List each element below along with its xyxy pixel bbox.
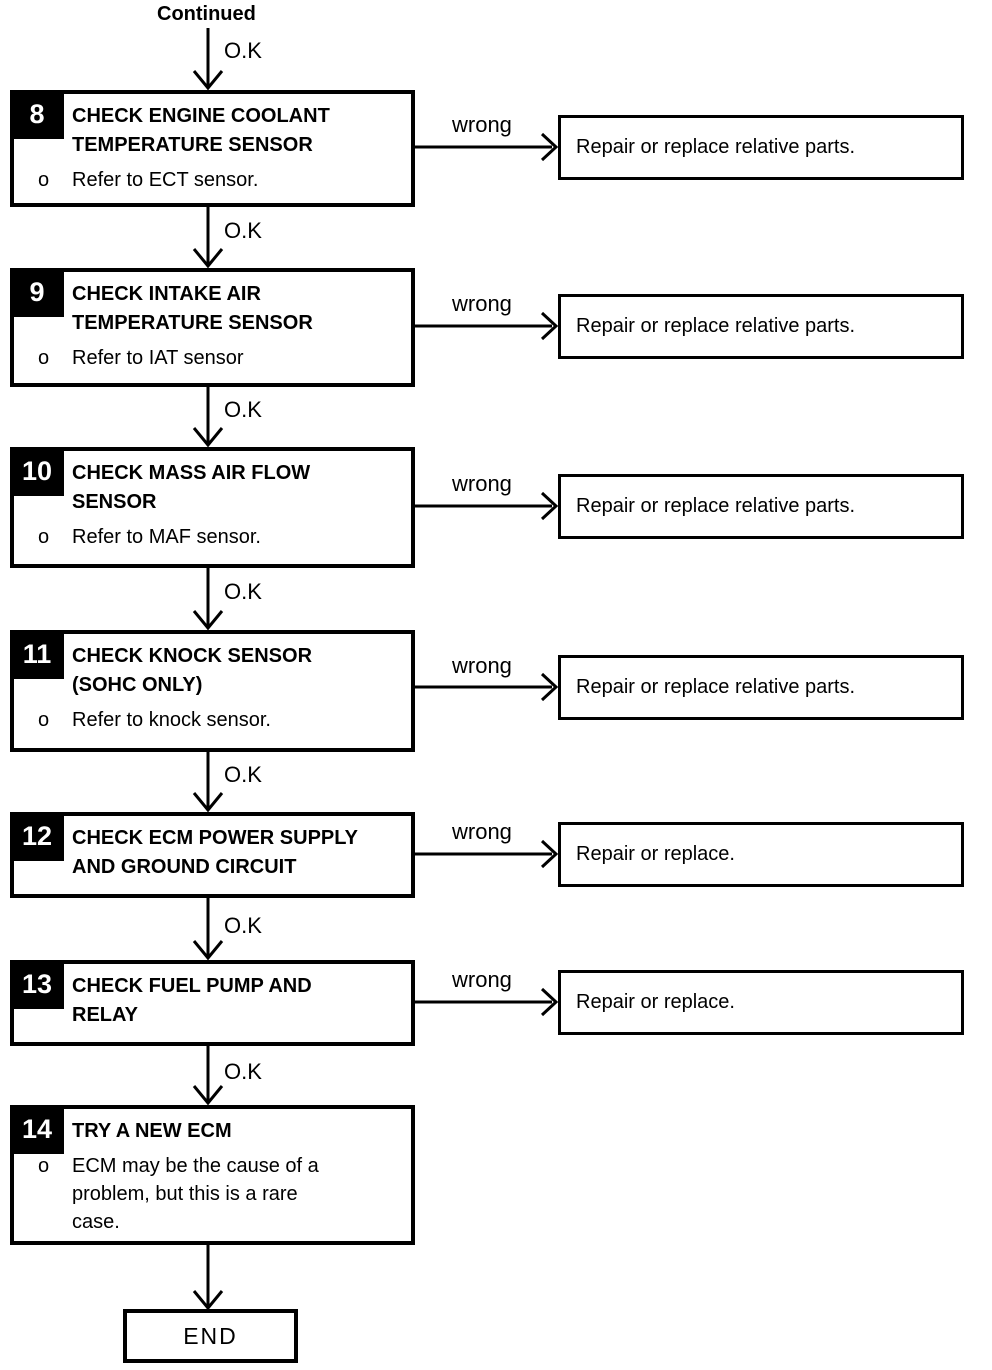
arrow-continued-to-8 [192, 28, 224, 91]
wrong-action-text: Repair or replace. [576, 843, 735, 865]
wrong-label: wrong [452, 291, 512, 316]
arrow-13-to-14 [192, 1046, 224, 1106]
step-note: o ECM may be the cause of a problem, but… [38, 1152, 403, 1236]
wrong-action-box-11: Repair or replace relative parts. [558, 655, 964, 720]
note-bullet: o [38, 709, 50, 731]
step-title: CHECK ENGINE COOLANT TEMPERATURE SENSOR [72, 105, 330, 156]
wrong-label: wrong [452, 112, 512, 137]
wrong-label: wrong [452, 967, 512, 992]
step-number: 8 [29, 99, 45, 129]
ok-label: O.K [224, 762, 262, 787]
step-number: 10 [21, 456, 53, 486]
wrong-action-box-13: Repair or replace. [558, 970, 964, 1035]
wrong-action-box-9: Repair or replace relative parts. [558, 294, 964, 359]
step-box-12: 12 CHECK ECM POWER SUPPLY AND GROUND CIR… [10, 812, 415, 898]
step-title: CHECK INTAKE AIR TEMPERATURE SENSOR [72, 283, 313, 334]
arrow-wrong-10 [415, 491, 559, 521]
arrow-wrong-11 [415, 672, 559, 702]
end-box: END [123, 1309, 298, 1363]
arrow-wrong-12 [415, 839, 559, 869]
ok-label: O.K [224, 218, 262, 243]
step-box-13: 13 CHECK FUEL PUMP AND RELAY [10, 960, 415, 1046]
step-title: CHECK ECM POWER SUPPLY AND GROUND CIRCUI… [72, 827, 358, 878]
note-bullet: o [38, 347, 50, 369]
arrow-8-to-9 [192, 207, 224, 269]
step-number-badge: 8 [10, 90, 64, 139]
step-box-9: 9 CHECK INTAKE AIR TEMPERATURE SENSOR o … [10, 268, 415, 387]
note-text: Refer to IAT sensor [72, 347, 244, 369]
step-number: 13 [21, 969, 53, 999]
wrong-label: wrong [452, 471, 512, 496]
wrong-label: wrong [452, 819, 512, 844]
wrong-label: wrong [452, 653, 512, 678]
note-text: ECM may be the cause of a problem, but t… [72, 1155, 319, 1233]
wrong-action-text: Repair or replace relative parts. [576, 315, 856, 337]
note-text: Refer to MAF sensor. [72, 526, 261, 548]
step-number-badge: 11 [10, 630, 64, 679]
step-number-badge: 9 [10, 268, 64, 317]
step-number: 9 [29, 277, 45, 307]
arrow-11-to-12 [192, 752, 224, 813]
step-box-8: 8 CHECK ENGINE COOLANT TEMPERATURE SENSO… [10, 90, 415, 207]
step-title: CHECK MASS AIR FLOW SENSOR [72, 462, 311, 513]
note-text: Refer to ECT sensor. [72, 169, 259, 191]
arrow-wrong-9 [415, 311, 559, 341]
wrong-action-text: Repair or replace. [576, 991, 735, 1013]
note-text: Refer to knock sensor. [72, 709, 271, 731]
note-bullet: o [38, 1155, 50, 1177]
step-title: CHECK KNOCK SENSOR (SOHC ONLY) [72, 645, 313, 696]
step-box-11: 11 CHECK KNOCK SENSOR (SOHC ONLY) o Refe… [10, 630, 415, 752]
ok-label: O.K [224, 913, 262, 938]
step-note: o Refer to ECT sensor. [38, 166, 403, 194]
arrow-12-to-13 [192, 898, 224, 961]
note-bullet: o [38, 526, 50, 548]
step-note: o Refer to IAT sensor [38, 344, 403, 372]
wrong-action-text: Repair or replace relative parts. [576, 676, 856, 698]
wrong-action-text: Repair or replace relative parts. [576, 136, 856, 158]
step-number-badge: 10 [10, 447, 64, 496]
step-number: 11 [22, 639, 52, 669]
step-number: 12 [21, 821, 53, 851]
step-number-badge: 12 [10, 812, 64, 861]
step-number-badge: 13 [10, 960, 64, 1009]
step-note: o Refer to MAF sensor. [38, 523, 403, 551]
note-bullet: o [38, 169, 50, 191]
step-title: CHECK FUEL PUMP AND RELAY [72, 975, 312, 1026]
ok-label: O.K [224, 579, 262, 604]
arrow-wrong-13 [415, 987, 559, 1017]
step-box-14: 14 TRY A NEW ECM o ECM may be the cause … [10, 1105, 415, 1245]
arrow-wrong-8 [415, 132, 559, 162]
step-number: 14 [21, 1114, 53, 1144]
arrow-9-to-10 [192, 387, 224, 448]
arrow-10-to-11 [192, 568, 224, 631]
ok-label: O.K [224, 38, 262, 63]
wrong-action-box-10: Repair or replace relative parts. [558, 474, 964, 539]
end-label: END [183, 1322, 238, 1349]
wrong-action-text: Repair or replace relative parts. [576, 495, 856, 517]
ok-label: O.K [224, 397, 262, 422]
arrow-14-to-end [192, 1245, 224, 1311]
step-box-10: 10 CHECK MASS AIR FLOW SENSOR o Refer to… [10, 447, 415, 568]
continued-label: Continued [157, 3, 256, 25]
wrong-action-box-12: Repair or replace. [558, 822, 964, 887]
ok-label: O.K [224, 1059, 262, 1084]
step-number-badge: 14 [10, 1105, 64, 1154]
step-title: TRY A NEW ECM [72, 1120, 232, 1142]
step-note: o Refer to knock sensor. [38, 706, 403, 734]
wrong-action-box-8: Repair or replace relative parts. [558, 115, 964, 180]
